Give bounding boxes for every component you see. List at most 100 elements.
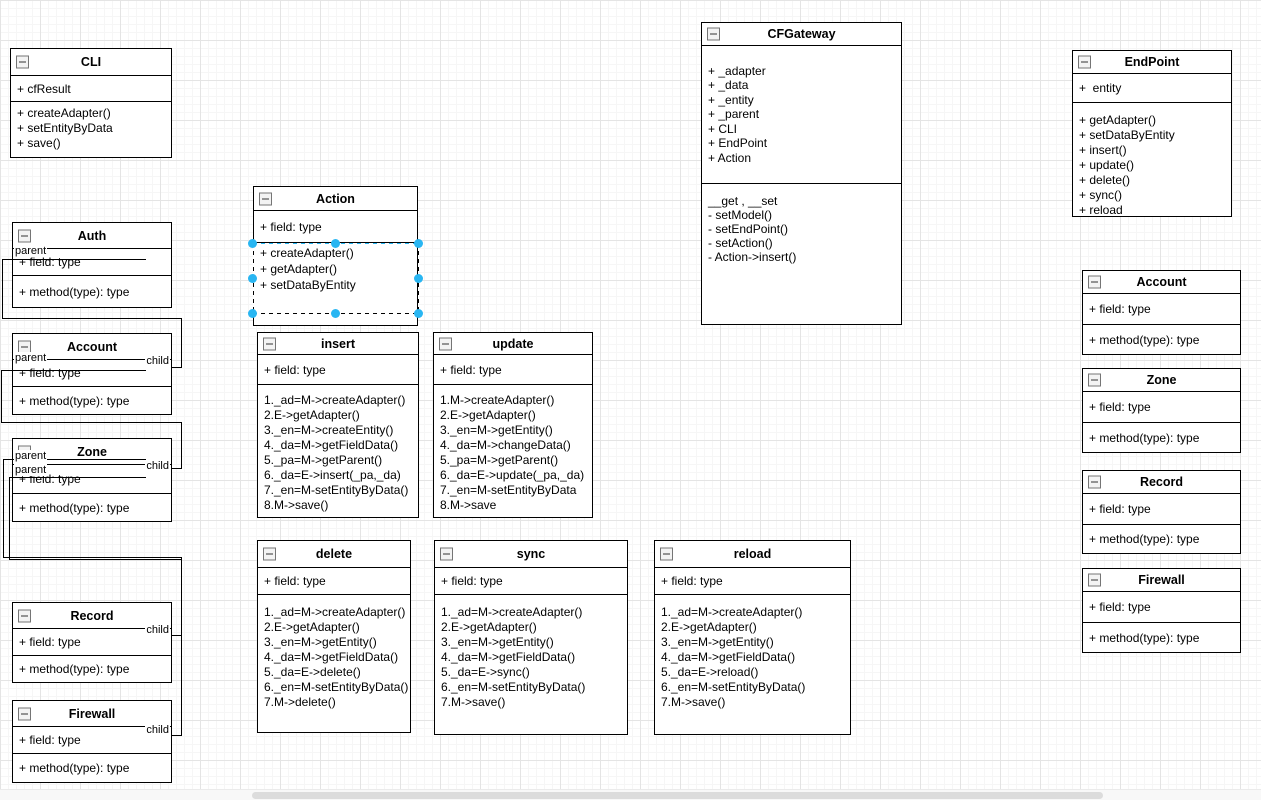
class-box-sync[interactable]: sync + field: type 1._ad=M->createAdapte… (434, 540, 628, 735)
fields-compartment[interactable]: + field: type (655, 568, 850, 595)
fields-compartment[interactable]: + entity (1073, 74, 1231, 103)
methods-compartment[interactable]: 1._ad=M->createAdapter()2.E->getAdapter(… (258, 385, 418, 517)
methods-compartment[interactable]: + method(type): type (1083, 325, 1240, 354)
class-box-record-right[interactable]: Record + field: type + method(type): typ… (1082, 470, 1241, 554)
collapse-icon[interactable] (1088, 475, 1101, 489)
class-title-bar[interactable]: insert (258, 333, 418, 355)
collapse-icon[interactable] (16, 55, 29, 69)
class-title-bar[interactable]: EndPoint (1073, 51, 1231, 74)
selection-handle[interactable] (248, 274, 257, 283)
collapse-icon[interactable] (1078, 55, 1091, 69)
class-title-bar[interactable]: sync (435, 541, 627, 568)
methods-compartment[interactable]: + method(type): type (13, 494, 171, 521)
methods-compartment[interactable]: + method(type): type (1083, 623, 1240, 652)
class-title-bar[interactable]: CFGateway (702, 23, 901, 46)
class-title-bar[interactable]: Action (254, 187, 417, 211)
class-box-update[interactable]: update + field: type 1.M->createAdapter(… (433, 332, 593, 518)
class-title-bar[interactable]: Account (1083, 271, 1240, 294)
collapse-icon[interactable] (707, 27, 720, 41)
class-title-bar[interactable]: CLI (11, 49, 171, 76)
class-title-bar[interactable]: Record (1083, 471, 1240, 494)
fields-compartment[interactable]: + cfResult (11, 76, 171, 102)
edge-label-child[interactable]: child (145, 460, 170, 472)
methods-compartment-selected[interactable]: + createAdapter()+ getAdapter()+ setData… (254, 243, 417, 325)
class-box-endpoint[interactable]: EndPoint + entity + getAdapter()+ setDat… (1072, 50, 1232, 217)
edge-label-parent[interactable]: parent (14, 245, 48, 257)
methods-compartment[interactable]: + method(type): type (1083, 423, 1240, 452)
collapse-icon[interactable] (1088, 573, 1101, 587)
selection-handle[interactable] (331, 239, 340, 248)
selection-handle[interactable] (331, 309, 340, 318)
class-title-bar[interactable]: reload (655, 541, 850, 568)
selection-handle[interactable] (248, 239, 257, 248)
class-box-action[interactable]: Action + field: type + createAdapter()+ … (253, 186, 418, 326)
class-box-delete[interactable]: delete + field: type 1._ad=M->createAdap… (257, 540, 411, 733)
edge-label-parent[interactable]: parent (14, 464, 48, 476)
collapse-icon[interactable] (660, 547, 673, 561)
fields-compartment[interactable]: + field: type (434, 355, 592, 385)
fields-compartment[interactable]: + field: type (258, 355, 418, 385)
class-box-reload[interactable]: reload + field: type 1._ad=M->createAdap… (654, 540, 851, 735)
scrollbar-track[interactable] (0, 789, 1261, 800)
collapse-icon[interactable] (263, 547, 276, 561)
collapse-icon[interactable] (18, 229, 31, 242)
collapse-icon[interactable] (259, 192, 272, 205)
class-box-firewall-right[interactable]: Firewall + field: type + method(type): t… (1082, 568, 1241, 653)
fields-compartment[interactable]: + _adapter+ _data+ _entity+ _parent+ CLI… (702, 46, 901, 184)
edge-label-child[interactable]: child (145, 624, 170, 636)
class-title: reload (733, 547, 772, 561)
fields-compartment[interactable]: + field: type (1083, 294, 1240, 325)
methods-compartment[interactable]: __get , __set- setModel()- setEndPoint()… (702, 184, 901, 324)
text-line: 4._da=M->getFieldData() (661, 650, 796, 664)
methods-compartment[interactable]: + method(type): type (13, 754, 171, 782)
methods-compartment[interactable]: 1.M->createAdapter()2.E->getAdapter()3._… (434, 385, 592, 517)
class-title-bar[interactable]: Firewall (1083, 569, 1240, 592)
methods-compartment[interactable]: + method(type): type (13, 656, 171, 682)
class-title-bar[interactable]: Zone (1083, 369, 1240, 392)
collapse-icon[interactable] (18, 707, 31, 720)
class-title-bar[interactable]: Auth (13, 223, 171, 249)
class-title-bar[interactable]: update (434, 333, 592, 355)
class-box-firewall-left[interactable]: Firewall + field: type + method(type): t… (12, 700, 172, 783)
methods-compartment[interactable]: 1._ad=M->createAdapter()2.E->getAdapter(… (258, 595, 410, 732)
methods-compartment[interactable]: + method(type): type (13, 387, 171, 414)
methods-compartment[interactable]: 1._ad=M->createAdapter()2.E->getAdapter(… (655, 595, 850, 734)
class-box-auth[interactable]: Auth + field: type + method(type): type … (12, 222, 172, 308)
edge-label-parent[interactable]: parent (14, 450, 48, 462)
class-box-zone-left[interactable]: Zone + field: type + method(type): type … (12, 438, 172, 522)
methods-compartment[interactable]: + getAdapter()+ setDataByEntity+ insert(… (1073, 103, 1231, 216)
collapse-icon[interactable] (439, 337, 452, 350)
collapse-icon[interactable] (263, 337, 276, 350)
collapse-icon[interactable] (1088, 275, 1101, 289)
edge-label-parent[interactable]: parent (14, 352, 48, 364)
selection-handle[interactable] (414, 274, 423, 283)
selection-handle[interactable] (414, 239, 423, 248)
collapse-icon[interactable] (440, 547, 453, 561)
methods-compartment[interactable]: 1._ad=M->createAdapter()2.E->getAdapter(… (435, 595, 627, 734)
fields-compartment[interactable]: + field: type (258, 568, 410, 595)
class-box-record-left[interactable]: Record + field: type + method(type): typ… (12, 602, 172, 683)
fields-compartment[interactable]: + field: type (1083, 392, 1240, 423)
methods-compartment[interactable]: + method(type): type (13, 276, 171, 307)
fields-compartment[interactable]: + field: type (1083, 592, 1240, 623)
class-box-account-left[interactable]: Account + field: type + method(type): ty… (12, 333, 172, 415)
collapse-icon[interactable] (18, 609, 31, 622)
collapse-icon[interactable] (1088, 373, 1101, 387)
scrollbar-thumb[interactable] (252, 792, 1103, 799)
fields-compartment[interactable]: + field: type (1083, 494, 1240, 525)
class-box-cli[interactable]: CLI + cfResult + createAdapter()+ setEnt… (10, 48, 172, 158)
selection-handle[interactable] (248, 309, 257, 318)
methods-compartment[interactable]: + method(type): type (1083, 525, 1240, 553)
class-title-bar[interactable]: delete (258, 541, 410, 568)
fields-compartment[interactable]: + field: type (13, 727, 171, 754)
edge-label-child[interactable]: child (145, 724, 170, 736)
class-box-zone-right[interactable]: Zone + field: type + method(type): type (1082, 368, 1241, 453)
class-box-insert[interactable]: insert + field: type 1._ad=M->createAdap… (257, 332, 419, 518)
selection-handle[interactable] (414, 309, 423, 318)
edge-label-child[interactable]: child (145, 355, 170, 367)
class-box-account-right[interactable]: Account + field: type + method(type): ty… (1082, 270, 1241, 355)
methods-compartment[interactable]: + createAdapter()+ setEntityByData+ save… (11, 102, 171, 157)
class-box-cfgateway[interactable]: CFGateway + _adapter+ _data+ _entity+ _p… (701, 22, 902, 325)
fields-compartment[interactable]: + field: type (435, 568, 627, 595)
